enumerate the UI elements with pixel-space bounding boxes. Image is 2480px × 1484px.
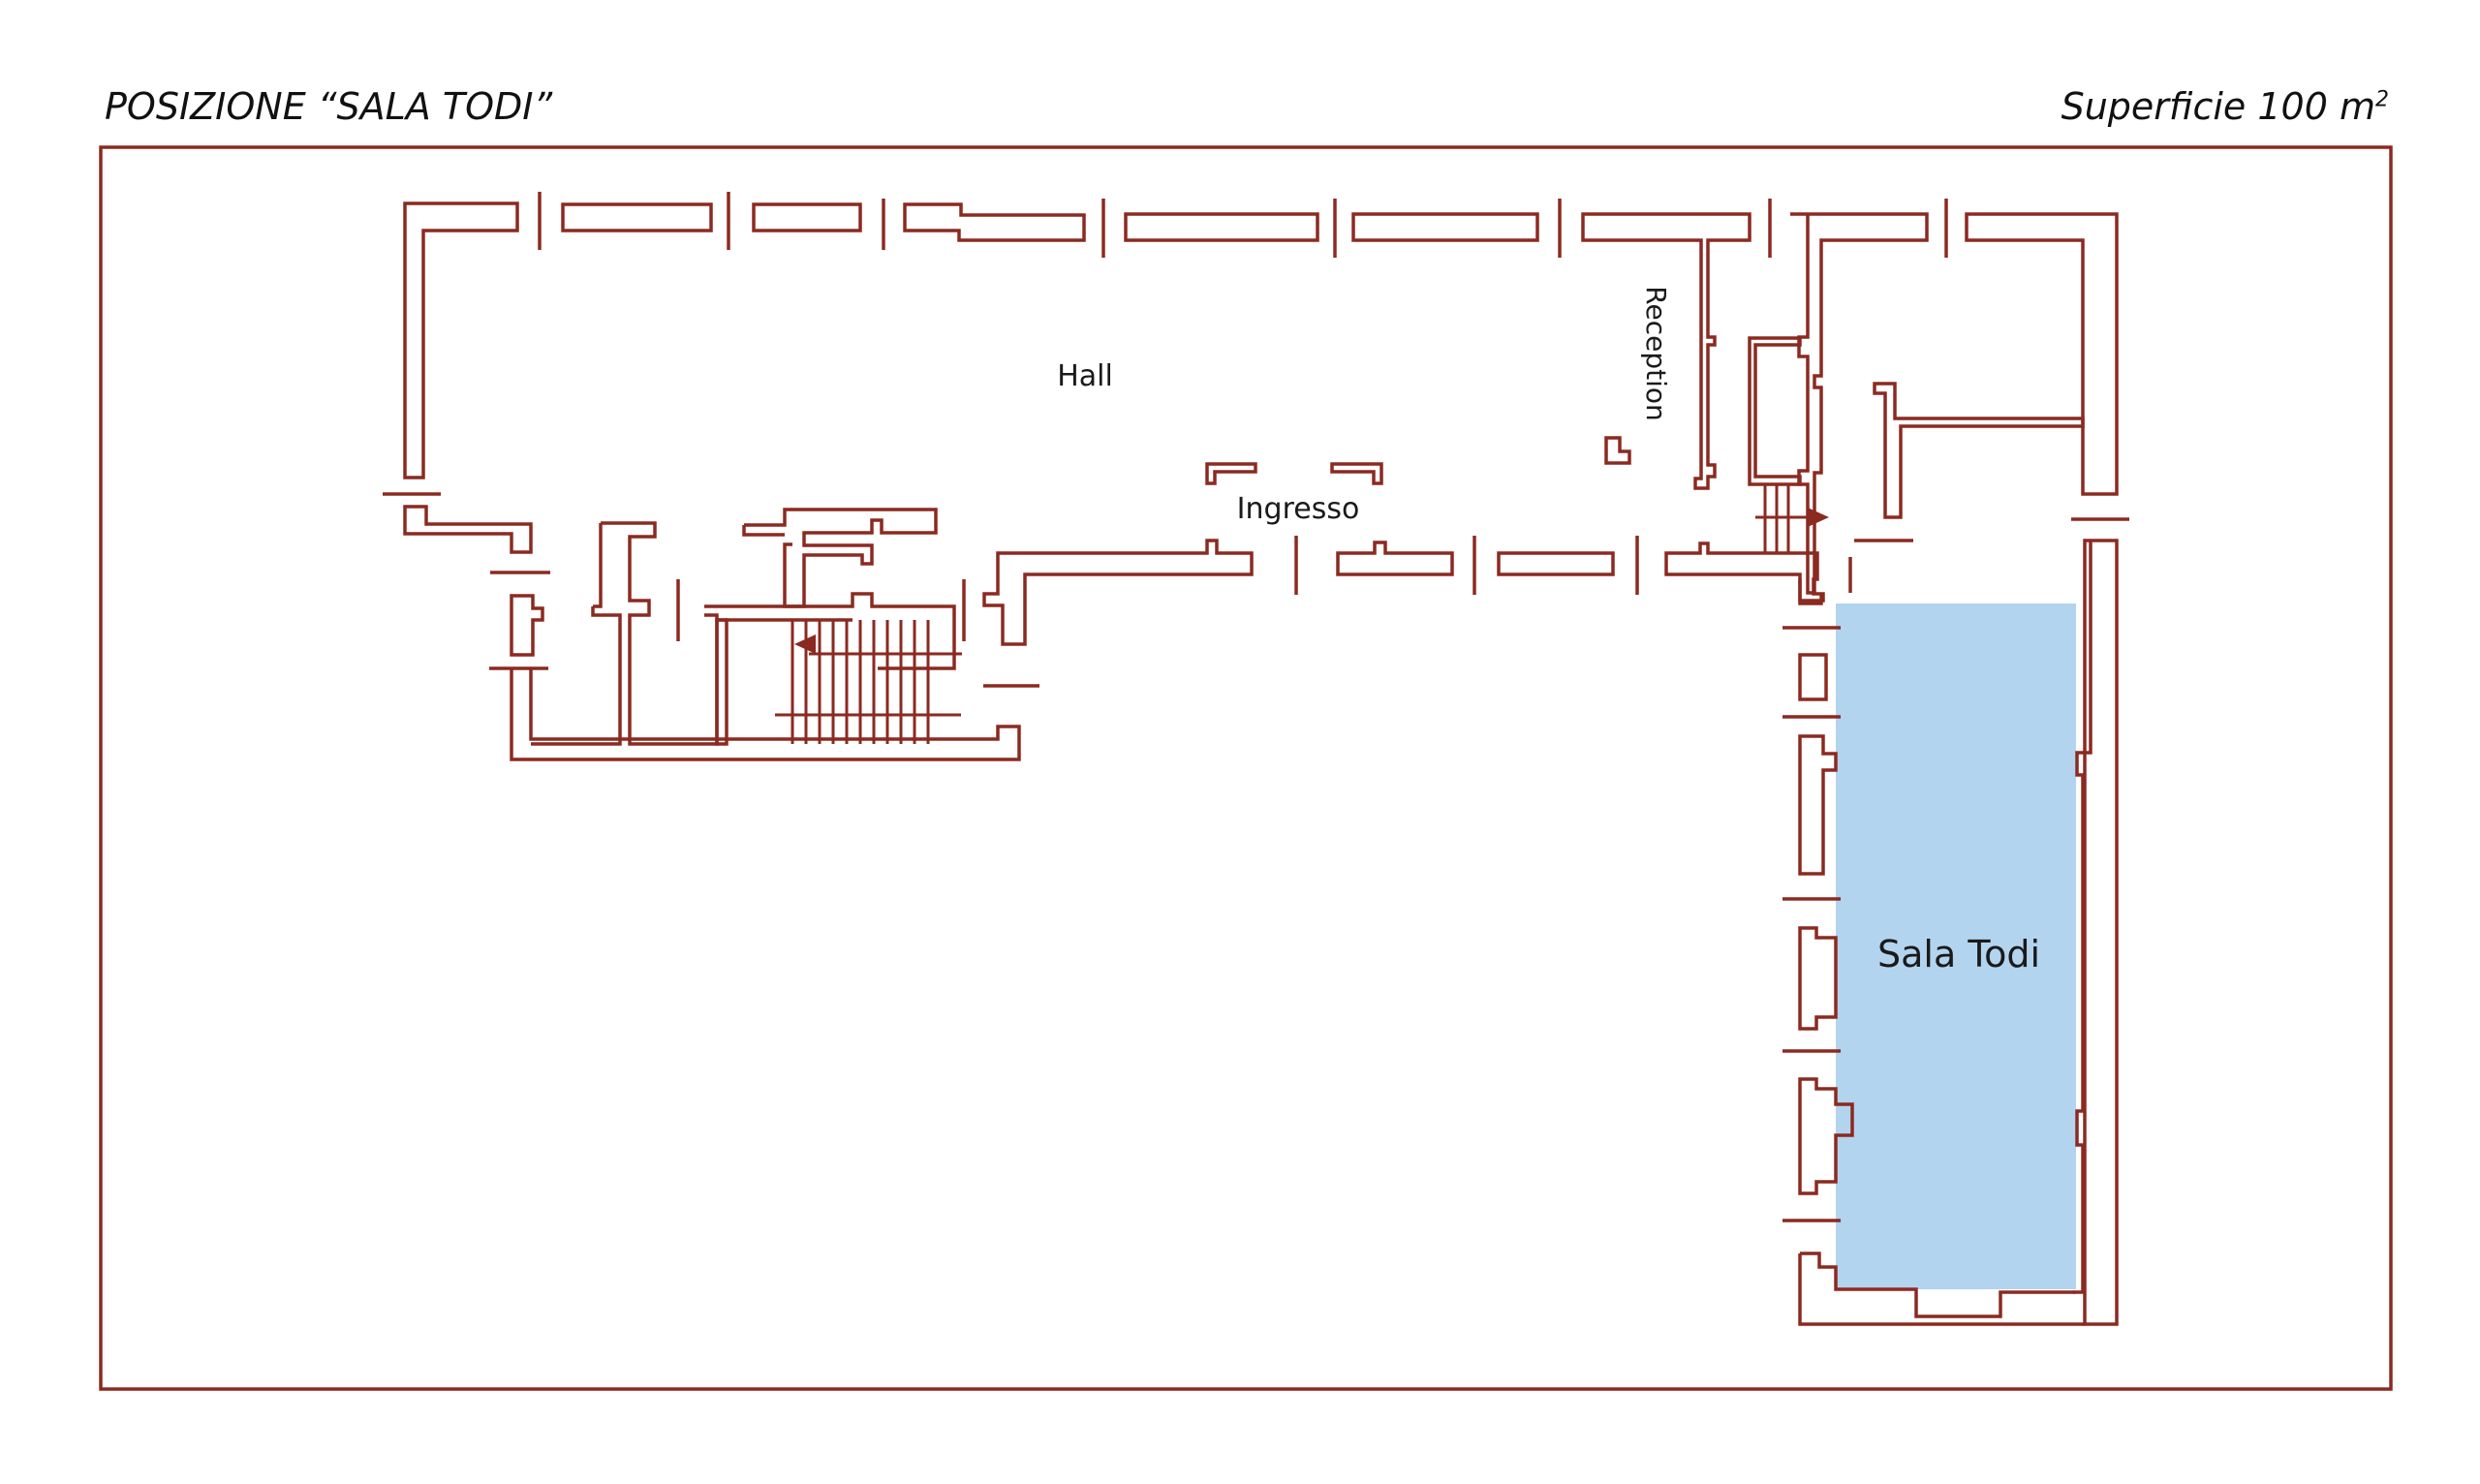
wall-inner-right-room — [1873, 382, 2085, 519]
staircase-left-arrow — [794, 634, 816, 654]
wall-top-right-2 — [1965, 212, 2119, 496]
room-label-hall: Hall — [1057, 359, 1113, 393]
wall-top-2 — [752, 202, 862, 232]
wall-top-4 — [1124, 212, 1319, 242]
wall-stair-right-frame — [1748, 336, 1802, 486]
wall-left-bay — [510, 668, 1021, 761]
page-title: POSIZIONE “SALA TODI” — [105, 85, 553, 128]
wall-top-reception — [1581, 212, 1752, 490]
wall-stair-block — [704, 592, 956, 670]
staircase-right — [1755, 484, 1810, 552]
room-label-reception: Reception — [1640, 286, 1672, 420]
wall-left-room-a — [531, 521, 719, 746]
wall-sala-left-3 — [1798, 926, 1838, 1031]
area-value: Superficie 100 m — [2061, 85, 2375, 128]
staircase-right-arrow — [1808, 508, 1829, 527]
walls — [99, 145, 2393, 1391]
room-label-ingresso: Ingresso — [1237, 492, 1360, 526]
openings — [383, 192, 2129, 1222]
wall-front-3 — [1497, 551, 1615, 576]
staircase-left — [775, 620, 962, 744]
wall-front-2 — [1336, 541, 1454, 576]
wall-top-left-corner — [403, 201, 519, 479]
wall-top-right-1 — [1790, 212, 1929, 595]
wall-sala-right — [2073, 541, 2092, 1294]
room-label-sala-todi[interactable]: Sala Todi — [1877, 933, 2040, 975]
wall-reception-post — [1604, 436, 1631, 465]
wall-right-lower — [2083, 539, 2119, 1326]
wall-sala-left-2 — [1798, 734, 1838, 876]
wall-sala-niche — [1798, 653, 1828, 701]
wall-left-room-b — [593, 523, 603, 608]
wall-top-5 — [1351, 212, 1539, 242]
wall-sala-left-1 — [1798, 579, 1823, 605]
wall-stair-block-upper — [742, 508, 938, 608]
wall-stair-core — [715, 618, 728, 746]
area-label: Superficie 100 m2 — [2062, 85, 2389, 128]
wall-front-1 — [982, 539, 1254, 646]
wall-sala-bottom — [1798, 1252, 2085, 1326]
area-exponent: 2 — [2375, 87, 2389, 112]
wall-top-3 — [903, 202, 1086, 242]
wall-left-post — [510, 594, 544, 657]
wall-ingresso-left — [1205, 462, 1257, 485]
sala-todi-highlight[interactable] — [1836, 603, 2076, 1289]
wall-ingresso-right — [1330, 462, 1383, 485]
wall-top-1 — [561, 202, 713, 232]
wall-left-block-top — [403, 505, 533, 554]
wall-sala-left-4 — [1798, 1077, 1854, 1195]
plan-frame — [99, 145, 2393, 1391]
